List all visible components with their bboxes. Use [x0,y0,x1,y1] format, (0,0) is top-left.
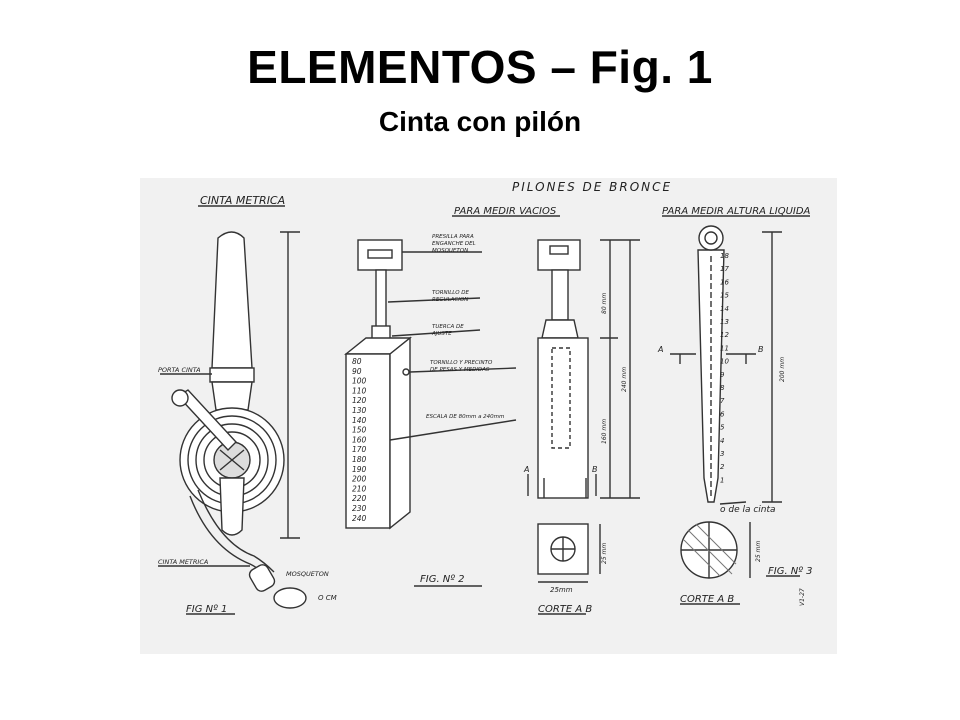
slide-title: ELEMENTOS – Fig. 1 [247,41,713,93]
void-bob-figure [344,215,560,587]
label-corte2: CORTE A B [680,594,734,605]
label-dim-240: 240 mm [621,367,628,392]
label-dim-200: 200 mm [779,357,786,382]
scale-left-tick: 210 [352,484,367,493]
scale-right-tick: 3 [720,450,724,458]
label-escala: ESCALA DE 80mm a 240mm [426,414,504,420]
scale-right-tick: 11 [720,344,729,352]
label-tornillo-precinto: TORNILLO Y PRECINTO DE PESAS Y MEDIDAS [430,360,494,373]
scale-right-tick: 10 [720,358,729,366]
scale-right-tick: 13 [720,318,729,326]
scale-left-tick: 140 [352,416,367,425]
scale-left-tick: 110 [352,386,367,395]
scale-left-tick: 90 [352,367,362,376]
liquid-height-bob-figure [662,215,810,605]
scale-right-tick: 18 [720,252,729,260]
label-presilla: PRESILLA PARA ENGANCHE DEL MOSQUETON [432,234,477,254]
scale-left: 8090100110120130140150160170180190200210… [352,357,367,523]
label-cero-cinta: o de la cinta [720,505,776,515]
label-mosqueton: MOSQUETON [286,570,329,578]
label-dim-80: 80 mm [601,293,608,314]
label-fig2: FIG. Nº 2 [420,574,465,585]
label-ref: V1-27 [799,588,806,606]
label-section-altura: PARA MEDIR ALTURA LIQUIDA [662,206,811,217]
scale-left-tick: 190 [352,465,367,474]
scale-right-tick: 9 [720,371,725,379]
scale-right-tick: 7 [720,397,725,405]
label-section-vacios: PARA MEDIR VACIOS [454,206,557,217]
scale-left-tick: 160 [352,435,367,444]
scale-left-tick: 200 [352,475,367,484]
slide-subtitle: Cinta con pilón [378,106,582,137]
scale-left-tick: 170 [352,445,367,454]
scale-left-tick: 180 [352,455,367,464]
label-pilones-header: PILONES DE BRONCE [512,180,672,194]
scale-right-tick: 2 [720,463,725,471]
label-dim-25a: 25mm [550,586,573,594]
label-dim-160: 160 mm [601,419,608,444]
scale-right-tick: 12 [720,331,729,339]
scale-left-tick: 230 [352,504,367,513]
label-b1: B [592,465,598,474]
label-a1: A [523,465,529,474]
technical-drawing: CINTA METRICA PILONES DE BRONCE PARA MED… [140,178,837,654]
scale-right-tick: 5 [720,424,725,432]
scale-left-tick: 130 [352,406,367,415]
label-fig3: FIG. Nº 3 [768,566,813,577]
label-dim-25c: 25 mm [755,541,762,562]
label-fig1: FIG Nº 1 [186,604,227,615]
scale-right-tick: 8 [720,384,725,392]
scale-right-tick: 1 [720,476,724,484]
scale-right-tick: 6 [720,410,725,418]
scale-right-tick: 15 [720,292,729,300]
label-ocm: O CM [318,594,337,602]
scale-right-tick: 17 [720,265,729,273]
label-tuerca-ajuste: TUERCA DE AJUSTE [431,324,466,337]
scale-left-tick: 100 [352,377,367,386]
label-cinta-metrica: CINTA METRICA [158,558,208,566]
label-dim-25b: 25 mm [601,543,608,564]
label-cinta-metrica-title: CINTA METRICA [200,194,285,207]
center-bob-figure [527,239,640,615]
scale-left-tick: 220 [352,494,367,503]
label-b2: B [758,345,764,354]
scale-left-tick: 240 [352,514,367,523]
label-tornillo-regulacion: TORNILLO DE REGULACION [432,290,471,303]
label-porta-cinta: PORTA CINTA [158,366,201,374]
tape-measure-figure [158,205,307,615]
label-corte1: CORTE A B [538,604,592,615]
scale-left-tick: 80 [352,357,362,366]
scale-left-tick: 120 [352,396,367,405]
scale-right-tick: 16 [720,278,729,286]
scale-right-tick: 14 [720,305,729,313]
scale-right-tick: 4 [720,437,724,445]
label-a2: A [657,345,663,354]
scale-left-tick: 150 [352,426,367,435]
scale-right: 18 17 16 15 14 13 12 11 10 9 8 7 6 5 4 3 2 1 [720,252,729,484]
